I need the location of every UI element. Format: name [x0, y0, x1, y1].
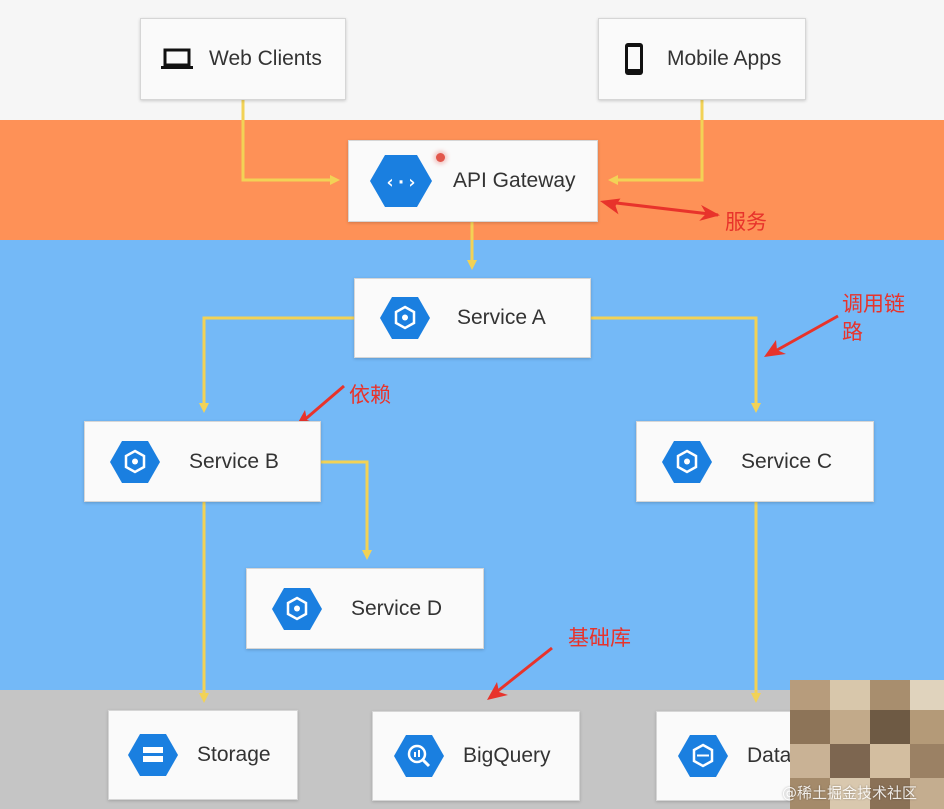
service-a-label: Service A: [457, 306, 546, 329]
service-c-label: Service C: [741, 449, 833, 473]
service-icon: [661, 439, 713, 485]
service-c-node: Service C: [636, 421, 874, 502]
web-clients-label: Web Clients: [209, 47, 322, 70]
service-a-node: Service A: [354, 278, 591, 358]
service-d-label: Service D: [351, 596, 443, 620]
watermark: @稀土掘金技术社区: [782, 784, 918, 802]
cursor-dot: [436, 153, 445, 162]
datastore-icon: [677, 733, 729, 779]
mobile-apps-node: Mobile Apps: [598, 18, 806, 100]
service-b-label: Service B: [189, 449, 279, 473]
storage-node: Storage: [108, 710, 298, 800]
api-gateway-node: ‹·› API Gateway: [348, 140, 598, 222]
annotation-base-library: 基础库: [568, 626, 631, 650]
bigquery-label: BigQuery: [463, 744, 551, 767]
mosaic-blur-patch: [790, 680, 944, 809]
service-b-node: Service B: [84, 421, 321, 502]
annotation-call-chain: 调用链路: [842, 292, 905, 344]
service-icon: [271, 586, 323, 632]
svg-text:‹·›: ‹·›: [385, 172, 418, 193]
annotation-service: 服务: [725, 210, 767, 234]
storage-icon: [127, 732, 179, 778]
smartphone-icon: [621, 41, 647, 77]
service-icon: [379, 295, 431, 341]
mobile-apps-label: Mobile Apps: [667, 47, 782, 70]
service-icon: [109, 439, 161, 485]
laptop-icon: [159, 44, 195, 74]
bigquery-node: BigQuery: [372, 711, 580, 801]
api-gateway-icon: ‹·›: [369, 153, 433, 209]
service-d-node: Service D: [246, 568, 484, 649]
bigquery-icon: [393, 733, 445, 779]
storage-label: Storage: [197, 743, 271, 766]
web-clients-node: Web Clients: [140, 18, 346, 100]
annotation-dependency: 依赖: [349, 383, 391, 407]
datastore-label: Data: [747, 744, 792, 767]
api-gateway-label: API Gateway: [453, 169, 576, 192]
